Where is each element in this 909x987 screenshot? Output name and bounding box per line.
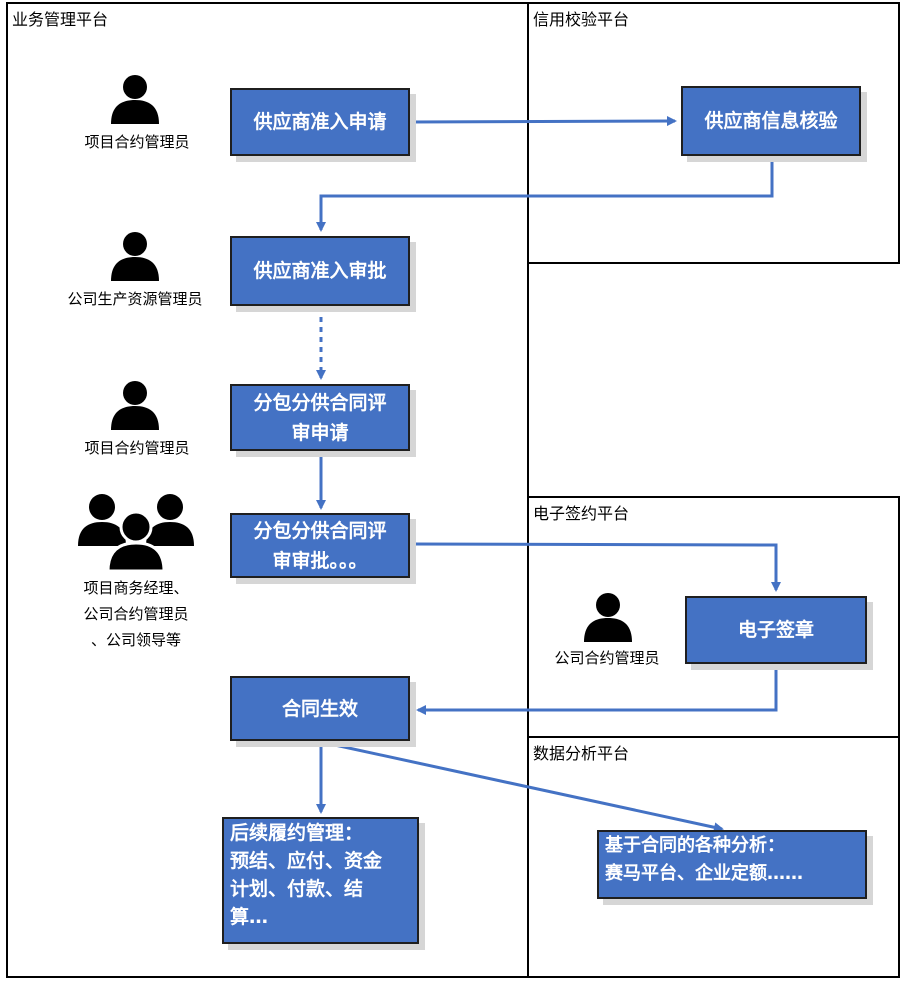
role-project-contract-admin-2: 项目合约管理员 — [84, 439, 190, 457]
arrow-esign-to-effective — [416, 665, 778, 715]
person-icon — [584, 593, 632, 642]
role-company-contract-admin: 公司合约管理员 — [554, 649, 660, 667]
step-supplier-verify-label: 供应商信息核验 — [704, 110, 838, 132]
step-contract-analysis-line2: 赛马平台、企业定额…… — [605, 863, 803, 884]
step-contract-effective[interactable]: 合同生效 — [230, 676, 410, 741]
step-contract-effective-label: 合同生效 — [281, 697, 358, 720]
lane-title-esign: 电子签约平台 — [533, 504, 630, 523]
lane-business: 业务管理平台 — [6, 2, 529, 978]
step-subcontract-apply[interactable]: 分包分供合同评 审申请 — [230, 384, 410, 451]
person-icon — [111, 232, 159, 281]
step-followup-line2: 预结、应付、资金 — [230, 850, 383, 872]
step-esign-seal[interactable]: 电子签章 — [685, 596, 867, 664]
role-project-contract-admin: 项目合约管理员 — [84, 133, 190, 151]
step-subcontract-apply-line1: 分包分供合同评 — [253, 391, 387, 414]
step-followup-line1: 后续履约管理： — [230, 822, 364, 844]
step-esign-seal-label: 电子签章 — [737, 619, 814, 641]
step-supplier-verify[interactable]: 供应商信息核验 — [681, 86, 861, 156]
arrow-verify-to-approve — [316, 157, 774, 232]
role-group-line2: 公司合约管理员 — [83, 605, 189, 623]
arrow-effective-to-analysis — [320, 740, 724, 833]
step-supplier-apply-label: 供应商准入申请 — [253, 111, 387, 133]
step-subcontract-approve-line2: 审审批。。。 — [272, 549, 368, 572]
step-supplier-approve[interactable]: 供应商准入审批 — [230, 236, 410, 306]
step-subcontract-approve-line1: 分包分供合同评 — [253, 519, 387, 542]
lane-title-credit: 信用校验平台 — [533, 10, 630, 29]
arrow-apply-to-verify — [409, 116, 677, 127]
step-subcontract-apply-line2: 审申请 — [291, 421, 349, 444]
step-supplier-apply[interactable]: 供应商准入申请 — [230, 88, 410, 156]
role-group-line3: 、公司领导等 — [90, 631, 181, 649]
group-icon — [78, 494, 194, 572]
role-group-line1: 项目商务经理、 — [83, 579, 189, 597]
step-supplier-approve-label: 供应商准入审批 — [253, 260, 387, 282]
step-followup-line4: 算… — [230, 906, 269, 928]
person-icon — [111, 75, 159, 124]
role-company-resource-admin: 公司生产资源管理员 — [67, 290, 203, 308]
step-subcontract-approve[interactable]: 分包分供合同评 审审批。。。 — [230, 513, 410, 578]
lane-title-business: 业务管理平台 — [12, 10, 109, 29]
step-contract-analysis-line1: 基于合同的各种分析： — [605, 835, 785, 856]
lane-title-analysis: 数据分析平台 — [533, 744, 630, 763]
person-icon — [111, 381, 159, 430]
step-contract-analysis[interactable]: 基于合同的各种分析： 赛马平台、企业定额…… — [597, 830, 867, 899]
step-followup-line3: 计划、付款、结 — [230, 878, 364, 900]
step-followup[interactable]: 后续履约管理： 预结、应付、资金 计划、付款、结 算… — [222, 817, 419, 944]
arrow-subapprove-to-esign — [409, 542, 781, 592]
